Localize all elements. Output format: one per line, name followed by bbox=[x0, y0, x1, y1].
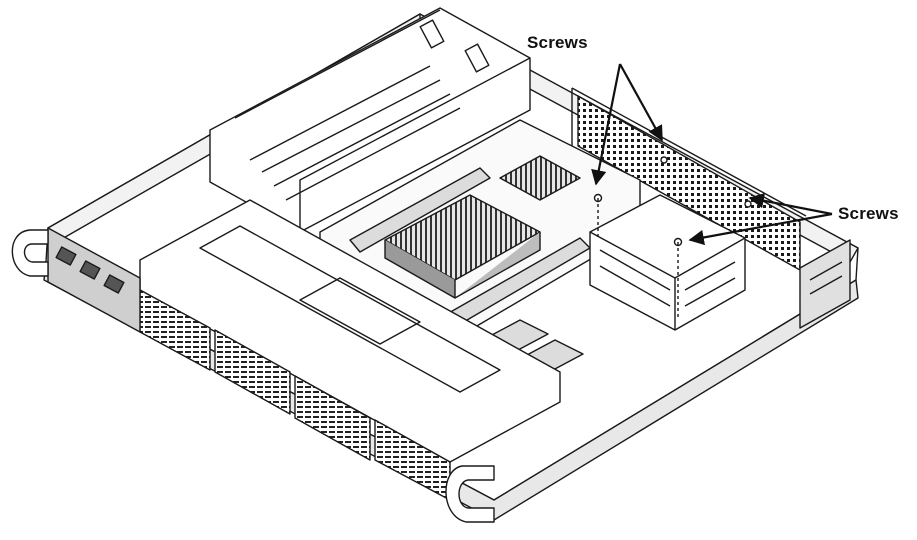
drive-bays bbox=[139, 289, 451, 501]
callout-screws-top: Screws bbox=[527, 33, 588, 52]
callout-arrow-2b bbox=[688, 212, 833, 246]
dimm-slot-left bbox=[349, 167, 491, 253]
callout-arrow-1b bbox=[619, 63, 663, 142]
callout-arrow-1a bbox=[591, 63, 622, 186]
rack-handle-right bbox=[445, 465, 495, 523]
side-front-panel bbox=[799, 239, 851, 329]
riser-bracket bbox=[209, 7, 531, 233]
callout-screws-right: Screws bbox=[838, 204, 899, 223]
drive-cage bbox=[589, 194, 746, 331]
rack-handle-left bbox=[11, 229, 49, 277]
chassis-front-rail bbox=[43, 261, 859, 521]
chipset-heatsink bbox=[499, 155, 581, 201]
callout-arrow-2a bbox=[748, 193, 833, 216]
